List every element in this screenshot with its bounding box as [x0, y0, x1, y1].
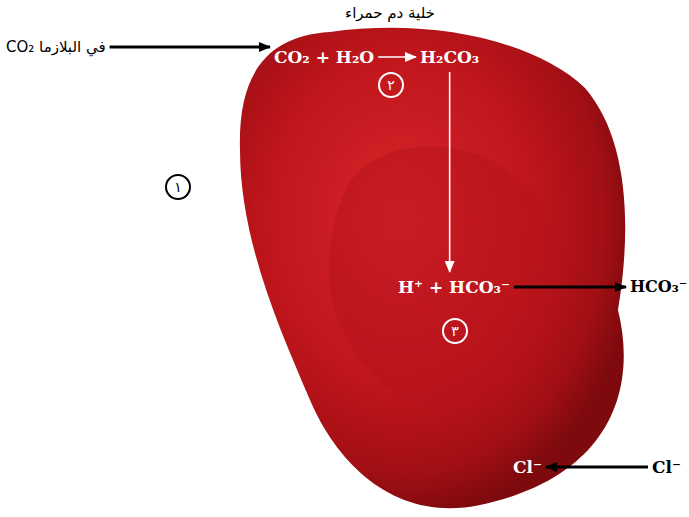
cell-dimple — [329, 146, 563, 411]
callout-circle: ١ — [165, 174, 191, 200]
formula-text: H⁺ + HCO₃⁻ — [398, 276, 510, 298]
cell-title: خلية دم حمراء — [345, 2, 435, 24]
formula-text: Cl⁻ — [513, 456, 542, 478]
chloride-in: Cl⁻ — [513, 456, 542, 478]
chloride-out: Cl⁻ — [652, 456, 681, 478]
formula-text: H₂CO₃ — [420, 46, 479, 68]
formula-text: HCO₃⁻ — [630, 276, 687, 298]
reaction-arrow — [110, 46, 270, 49]
cell-outline — [230, 0, 660, 514]
reaction-arrow — [546, 466, 648, 469]
red-blood-cell: خلية دم حمراء CO₂ + H₂O H₂CO₃ H⁺ + HCO₃⁻ Cl⁻ — [230, 0, 660, 514]
plasma-label: في البلازما CO₂ — [6, 36, 106, 58]
formula-text: CO₂ + H₂O — [274, 46, 374, 68]
reactants: CO₂ + H₂O — [274, 46, 374, 68]
reaction-arrow — [449, 72, 451, 272]
bicarbonate-out: HCO₃⁻ — [630, 276, 687, 298]
callout-circle: ٣ — [442, 318, 468, 344]
callout-number: ٢ — [387, 77, 395, 93]
callout-number: ١ — [174, 179, 182, 195]
carbonic-acid: H₂CO₃ — [420, 46, 479, 68]
callout-number: ٣ — [451, 323, 459, 339]
reaction-arrow — [514, 286, 626, 289]
formula-text: في البلازما CO₂ — [6, 36, 106, 58]
cell-body — [240, 28, 625, 508]
ions: H⁺ + HCO₃⁻ — [398, 276, 510, 298]
formula-text: Cl⁻ — [652, 456, 681, 478]
callout-circle: ٢ — [378, 72, 404, 98]
reaction-arrow — [378, 56, 416, 58]
